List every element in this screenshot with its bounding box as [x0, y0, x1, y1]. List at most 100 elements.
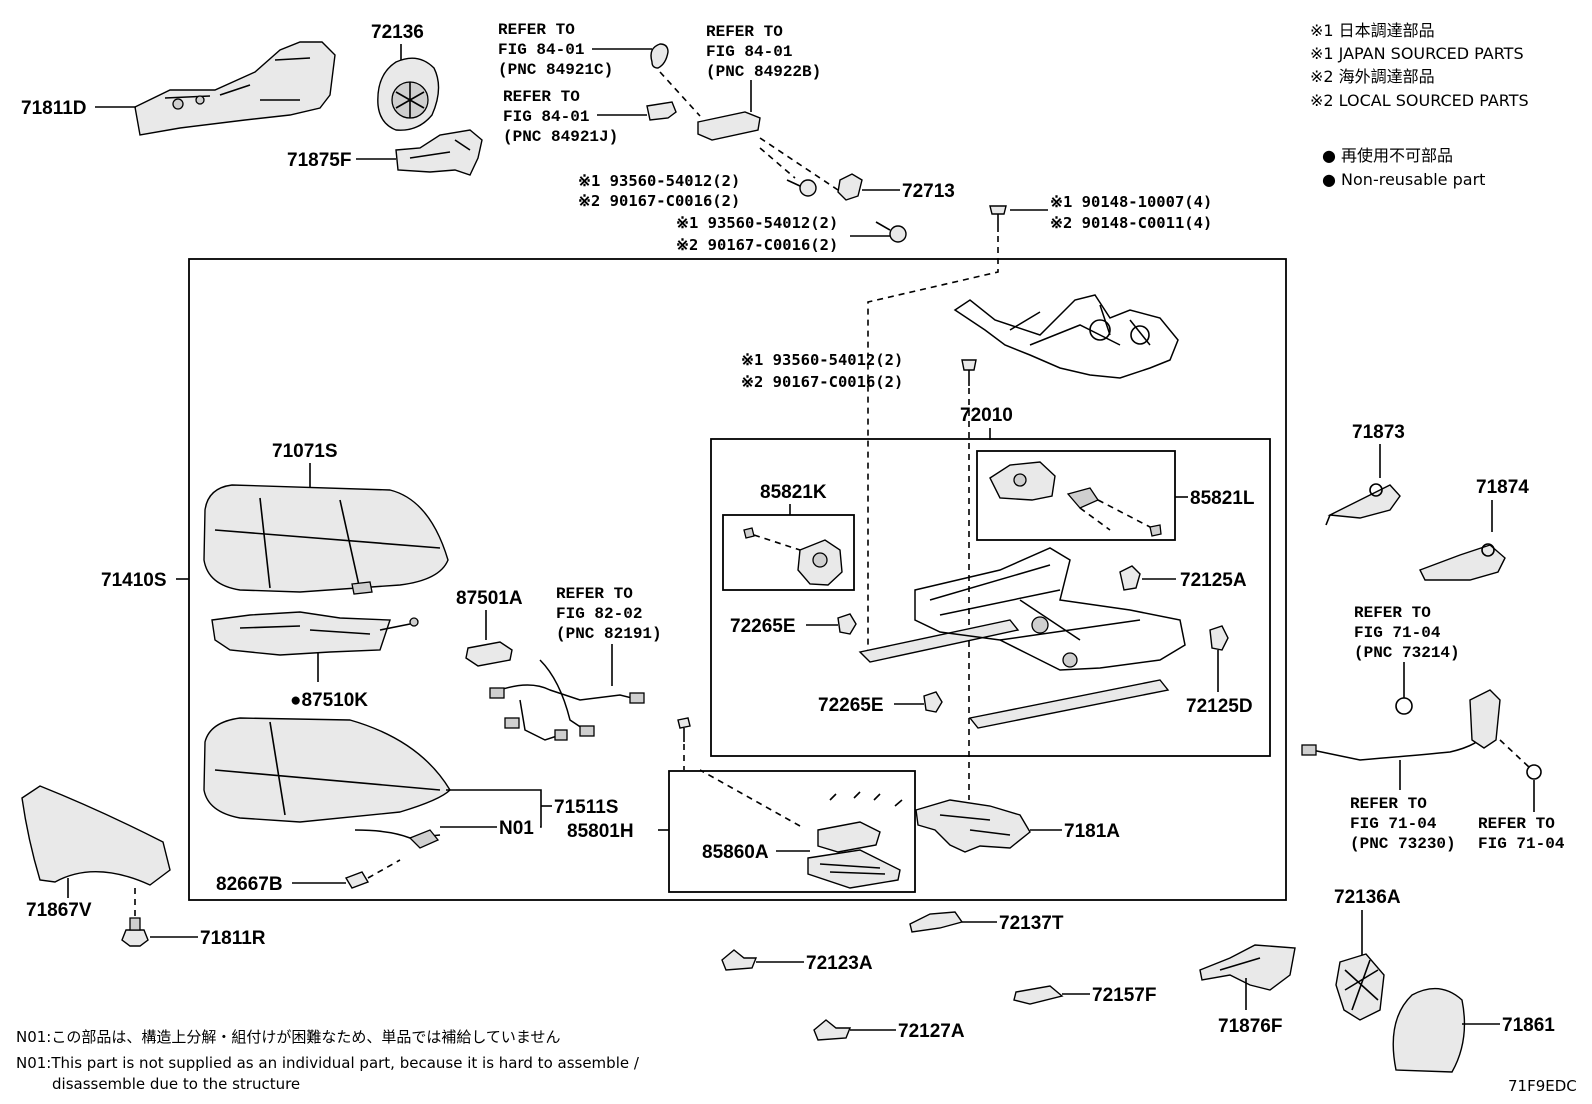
part-72127A-shape	[813, 1019, 852, 1041]
fastener-1-japan[interactable]: ※1 93560-54012(2)	[578, 172, 740, 190]
ref-84922B-line1[interactable]: REFER TO	[706, 23, 783, 41]
part-label-72010[interactable]: 72010	[960, 405, 1013, 426]
bolt-4-shape	[961, 359, 977, 386]
part-72123A-shape	[721, 949, 758, 971]
ref-84921J-line1[interactable]: REFER TO	[503, 88, 580, 106]
part-label-71873[interactable]: 71873	[1352, 422, 1405, 443]
part-label-71875F[interactable]: 71875F	[287, 150, 351, 171]
part-label-72713[interactable]: 72713	[902, 181, 955, 202]
part-label-71876F[interactable]: 71876F	[1218, 1016, 1282, 1037]
ref-82191-line1[interactable]: REFER TO	[556, 585, 633, 603]
part-71876F-shape	[1199, 944, 1296, 991]
part-label-85801H[interactable]: 85801H	[567, 821, 634, 842]
ref-73230-line3[interactable]: (PNC 73230)	[1350, 835, 1456, 853]
part-label-72157F[interactable]: 72157F	[1092, 985, 1156, 1006]
motor-box-85821K	[722, 514, 855, 591]
ref-84921C-line3[interactable]: (PNC 84921C)	[498, 61, 613, 79]
legend-3-jp: ● 再使用不可部品	[1322, 146, 1453, 165]
part-label-N01[interactable]: N01	[499, 818, 534, 839]
screw-2-shape	[875, 221, 907, 243]
ref-84922B-line2[interactable]: FIG 84-01	[706, 43, 792, 61]
part-72125D-shape	[1209, 625, 1229, 651]
part-label-71874[interactable]: 71874	[1476, 477, 1529, 498]
ref-84921J-line2[interactable]: FIG 84-01	[503, 108, 589, 126]
ref-84922B-line3[interactable]: (PNC 84922B)	[706, 63, 821, 81]
ref-84921C-line1[interactable]: REFER TO	[498, 21, 575, 39]
fastener-1-local[interactable]: ※2 90167-C0016(2)	[578, 192, 740, 210]
lever-71874-shape	[1419, 543, 1506, 581]
figure-code: 71F9EDC	[1508, 1077, 1577, 1095]
part-label-85821K[interactable]: 85821K	[760, 482, 827, 503]
motor-box-85821L	[976, 450, 1176, 541]
grommet-84921C-shape	[650, 43, 669, 69]
harness-82191-shape	[489, 659, 645, 741]
part-label-71410S[interactable]: 71410S	[101, 570, 167, 591]
seat-frame-72010-shape	[953, 294, 1179, 379]
seat-track-shape	[858, 547, 1186, 729]
part-label-71861[interactable]: 71861	[1502, 1015, 1555, 1036]
part-label-71811R[interactable]: 71811R	[200, 928, 266, 949]
grommet-71-04-shape	[1526, 764, 1542, 780]
ref-73214-line3[interactable]: (PNC 73214)	[1354, 644, 1460, 662]
sensor-N01-shape	[354, 829, 441, 849]
knob-72136A-shape	[1335, 953, 1385, 1021]
part-72157F-shape	[1013, 985, 1064, 1005]
part-7181A-shape	[915, 799, 1031, 853]
module-87501A-shape	[465, 641, 513, 667]
legend-1-jp: ※1 日本調達部品	[1310, 21, 1435, 40]
part-label-72127A[interactable]: 72127A	[898, 1021, 965, 1042]
cover-71861-shape	[1392, 987, 1466, 1073]
heater-87510K-shape	[211, 611, 419, 656]
clip-71811R-shape	[121, 917, 149, 947]
fastener-3-japan[interactable]: ※1 90148-10007(4)	[1050, 193, 1212, 211]
part-71875F-shape	[395, 129, 483, 176]
motor-85821L-shape	[989, 461, 1162, 537]
part-label-72136A[interactable]: 72136A	[1334, 887, 1401, 908]
legend-1-en: ※1 JAPAN SOURCED PARTS	[1310, 44, 1524, 63]
part-label-85821L[interactable]: 85821L	[1190, 488, 1255, 509]
ref-71-04-line1[interactable]: REFER TO	[1478, 815, 1555, 833]
ref-82191-line2[interactable]: FIG 82-02	[556, 605, 642, 623]
garnish-84922B-shape	[697, 111, 761, 141]
switch-85860A-shape	[807, 791, 903, 889]
part-label-72123A[interactable]: 72123A	[806, 953, 873, 974]
ref-73214-line1[interactable]: REFER TO	[1354, 604, 1431, 622]
ref-73230-line1[interactable]: REFER TO	[1350, 795, 1427, 813]
ref-71-04-line2[interactable]: FIG 71-04	[1478, 835, 1565, 853]
connector-82667B-shape	[344, 871, 370, 889]
ref-73214-line2[interactable]: FIG 71-04	[1354, 624, 1441, 642]
part-label-72137T[interactable]: 72137T	[999, 913, 1064, 934]
part-label-82667B[interactable]: 82667B	[216, 874, 283, 895]
part-label-7181A[interactable]: 7181A	[1064, 821, 1120, 842]
fastener-2-japan[interactable]: ※1 93560-54012(2)	[676, 214, 838, 232]
part-label-72265E-upper[interactable]: 72265E	[730, 616, 796, 637]
part-label-71867V[interactable]: 71867V	[26, 900, 92, 921]
cover-71867V-shape	[21, 785, 171, 886]
fastener-4-japan[interactable]: ※1 93560-54012(2)	[741, 351, 903, 369]
cable-73230-shape	[1301, 689, 1501, 761]
part-label-71071S[interactable]: 71071S	[272, 441, 338, 462]
part-71811D-shape	[134, 41, 336, 136]
part-label-87510K[interactable]: ●87510K	[290, 690, 368, 711]
part-label-87501A[interactable]: 87501A	[456, 588, 523, 609]
legend-3-en: ● Non-reusable part	[1322, 170, 1485, 189]
bolt-3-shape	[989, 205, 1007, 232]
part-label-72136[interactable]: 72136	[371, 22, 424, 43]
fastener-3-local[interactable]: ※2 90148-C0011(4)	[1050, 214, 1212, 232]
ref-84921C-line2[interactable]: FIG 84-01	[498, 41, 584, 59]
part-label-72125A[interactable]: 72125A	[1180, 570, 1247, 591]
part-label-72125D[interactable]: 72125D	[1186, 696, 1253, 717]
fastener-4-local[interactable]: ※2 90167-C0016(2)	[741, 373, 903, 391]
ref-84921J-line3[interactable]: (PNC 84921J)	[503, 128, 618, 146]
part-label-85860A[interactable]: 85860A	[702, 842, 769, 863]
screw-1-shape	[786, 179, 817, 197]
part-72125A-shape	[1119, 565, 1141, 591]
note-N01-en-2: disassemble due to the structure	[52, 1075, 300, 1093]
fastener-2-local[interactable]: ※2 90167-C0016(2)	[676, 236, 838, 254]
part-label-71511S[interactable]: 71511S	[554, 797, 618, 818]
part-label-72265E-lower[interactable]: 72265E	[818, 695, 884, 716]
ref-73230-line2[interactable]: FIG 71-04	[1350, 815, 1437, 833]
part-label-71811D[interactable]: 71811D	[21, 98, 87, 119]
ref-82191-line3[interactable]: (PNC 82191)	[556, 625, 662, 643]
